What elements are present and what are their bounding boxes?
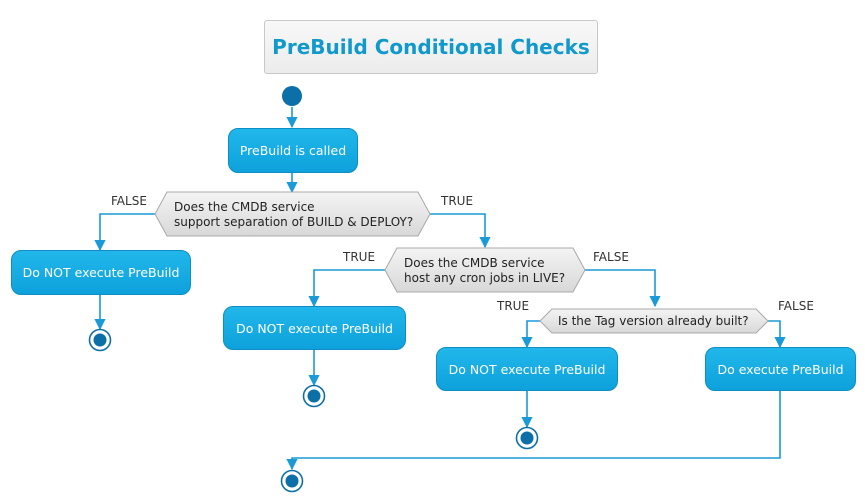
label-d2-true: TRUE xyxy=(343,250,376,264)
diagram-title-box: PreBuild Conditional Checks xyxy=(264,20,598,74)
decision-d2-shape xyxy=(384,247,586,293)
action-prebuild-called: PreBuild is called xyxy=(228,128,358,173)
edge-yes-to-end xyxy=(286,391,781,471)
edge-d1-true xyxy=(430,213,491,249)
decision-d3-line1: Is the Tag version already built? xyxy=(558,314,749,328)
decision-d2-line1: Does the CMDB service xyxy=(404,256,545,270)
action-do-not-execute-1: Do NOT execute PreBuild xyxy=(11,250,191,295)
decision-d1-shape xyxy=(154,191,431,237)
label-d2-false: FALSE xyxy=(593,250,629,264)
edge-d1-false xyxy=(94,213,155,252)
label-d3-false: FALSE xyxy=(778,299,814,313)
action-do-execute: Do execute PreBuild xyxy=(705,347,856,391)
decision-d3-shape xyxy=(539,308,769,334)
decision-d1-text: Does the CMDB service support separation… xyxy=(174,200,413,230)
decision-d1-line2: support separation of BUILD & DEPLOY? xyxy=(174,215,414,229)
end-node-3 xyxy=(515,426,539,450)
decision-d1-line1: Does the CMDB service xyxy=(174,200,315,214)
end-node-4 xyxy=(280,469,304,493)
label-d3-true: TRUE xyxy=(497,299,530,313)
edge-d3-false xyxy=(768,320,786,349)
label-d1-false: FALSE xyxy=(111,194,147,208)
decision-d3-text: Is the Tag version already built? xyxy=(558,314,749,329)
label-d1-true: TRUE xyxy=(441,194,474,208)
decision-d2-line2: host any cron jobs in LIVE? xyxy=(404,271,566,285)
decision-d2-text: Does the CMDB service host any cron jobs… xyxy=(404,256,565,286)
end-node-1 xyxy=(88,328,112,352)
action-do-not-execute-3: Do NOT execute PreBuild xyxy=(436,347,618,391)
edge-d3-true xyxy=(521,320,540,349)
edge-d2-true xyxy=(308,269,385,308)
edge-d2-false xyxy=(585,269,661,308)
diagram-title: PreBuild Conditional Checks xyxy=(272,35,590,59)
end-node-2 xyxy=(302,384,326,408)
start-node xyxy=(282,86,302,106)
action-do-not-execute-2: Do NOT execute PreBuild xyxy=(223,306,406,350)
